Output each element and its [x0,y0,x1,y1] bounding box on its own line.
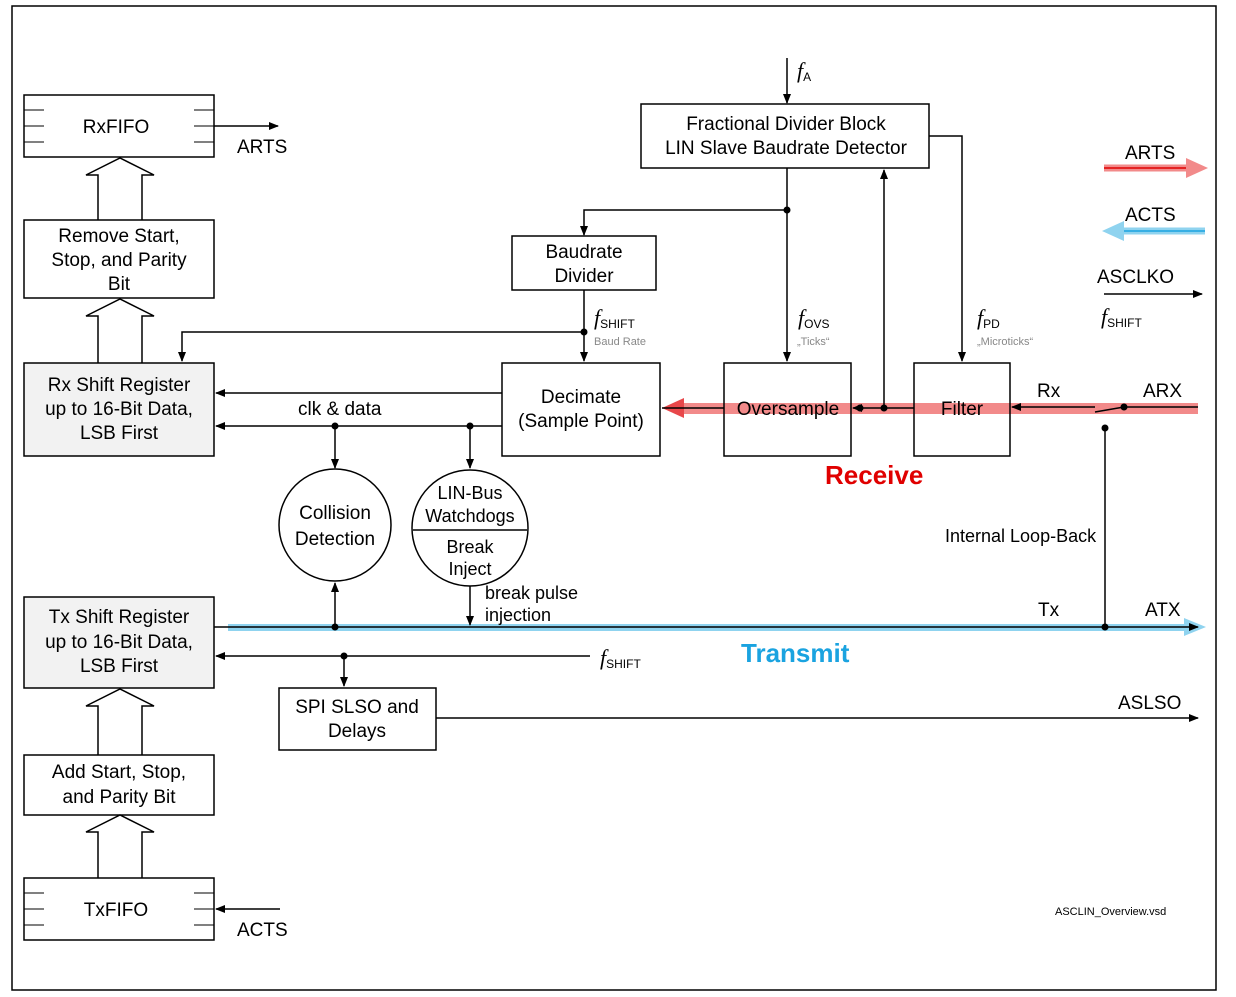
junction-loopback-top [1101,424,1109,432]
fa-label: fA [797,58,811,84]
tx-shift-register-block: Tx Shift Register up to 16-Bit Data, LSB… [23,596,215,689]
tx-shift-line1: Tx Shift Register [49,607,190,628]
hollow-arrow-add [85,814,155,878]
break-pulse-line1: break pulse [485,583,578,603]
frac-div-line2: LIN Slave Baudrate Detector [665,138,908,159]
collision-detection-block: Collision Detection [278,468,392,582]
linbus-line2: Watchdogs [425,506,514,526]
filter-block: Filter [913,362,1011,457]
break-pulse-line2: injection [485,605,551,625]
frac-div-line1: Fractional Divider Block [686,114,886,135]
fractional-divider-block: Fractional Divider Block LIN Slave Baudr… [640,103,930,169]
baud-div-line2: Divider [554,266,614,287]
rx-shift-line2: up to 16-Bit Data, [45,399,193,420]
outer-frame [11,5,1217,991]
decimate-line2: (Sample Point) [518,411,644,432]
acts-tx-label: ACTS [237,920,288,941]
tx-shift-line2: up to 16-Bit Data, [45,632,193,653]
hollow-arrow-remove [85,298,155,363]
arts-rx-label: ARTS [237,137,287,158]
aslso-label: ASLSO [1118,693,1181,714]
spi-line1: SPI SLSO and [295,697,419,718]
hollow-arrow-rxfifo [85,157,155,220]
rx-shift-line1: Rx Shift Register [48,375,191,396]
add-start-stop-block: Add Start, Stop, and Parity Bit [23,754,215,816]
wire-to-baudrate [580,209,787,236]
decimate-line1: Decimate [541,387,621,408]
add-start-line1: Add Start, Stop, [52,762,186,783]
ticks-label: „Ticks“ [797,336,830,348]
fshift-label-tx: fSHIFT [600,645,641,671]
loopback-switch [1094,406,1125,413]
wire-fshift-to-rxshift [178,331,584,362]
arts-legend: ARTS [1104,143,1208,178]
junction-oversample-left [856,404,864,412]
transmit-label: Transmit [741,638,850,668]
break-line1: Break [446,537,494,557]
linbus-line1: LIN-Bus [437,483,502,503]
atx-label: ATX [1145,600,1181,621]
microticks-label: „Microticks“ [977,336,1034,348]
fshift-label-right: fSHIFT [1101,304,1142,330]
clk-data-label: clk & data [298,399,382,420]
rx-label: Rx [1037,381,1061,402]
arts-right-label: ARTS [1125,143,1175,164]
hollow-arrow-txshift [85,688,155,755]
rx-shift-register-block: Rx Shift Register up to 16-Bit Data, LSB… [23,362,215,457]
receive-label: Receive [825,460,923,490]
fshift-label-baud: fSHIFT [594,305,635,331]
break-line2: Inject [448,559,491,579]
remove-start-line2: Stop, and Parity [51,250,187,271]
fovs-label: fOVS [798,305,829,331]
spi-line2: Delays [328,721,386,742]
rx-shift-line3: LSB First [80,423,159,444]
tx-shift-line3: LSB First [80,656,159,677]
oversample-label: Oversample [737,399,839,420]
txfifo-block: TxFIFO [23,877,215,941]
baud-div-line1: Baudrate [545,242,622,263]
remove-start-stop-block: Remove Start, Stop, and Parity Bit [23,219,215,299]
tx-label: Tx [1038,600,1060,621]
collision-line2: Detection [295,529,375,550]
baudrate-divider-block: Baudrate Divider [511,235,657,291]
collision-line1: Collision [299,503,371,524]
asclko-label: ASCLKO [1097,267,1174,288]
remove-start-line3: Bit [108,274,131,295]
spi-slso-block: SPI SLSO and Delays [278,687,437,751]
rxfifo-block: RxFIFO [23,94,215,158]
receive-band [680,403,1198,414]
loopback-label: Internal Loop-Back [945,526,1097,546]
rxfifo-label: RxFIFO [83,117,150,138]
filename-label: ASCLIN_Overview.vsd [1055,906,1166,918]
baud-rate-label: Baud Rate [594,336,646,348]
linbus-watchdog-block: LIN-Bus Watchdogs Break Inject [411,469,529,587]
filter-label: Filter [941,399,984,420]
wire-fpd [929,135,966,362]
add-start-line2: and Parity Bit [63,787,177,808]
oversample-block: Oversample [723,362,852,457]
acts-legend: ACTS [1102,205,1205,241]
acts-right-label: ACTS [1125,205,1176,226]
fpd-label: fPD [977,305,1000,331]
remove-start-line1: Remove Start, [58,226,179,247]
decimate-block: Decimate (Sample Point) [501,362,661,457]
txfifo-label: TxFIFO [84,900,148,921]
arx-label: ARX [1143,381,1182,402]
